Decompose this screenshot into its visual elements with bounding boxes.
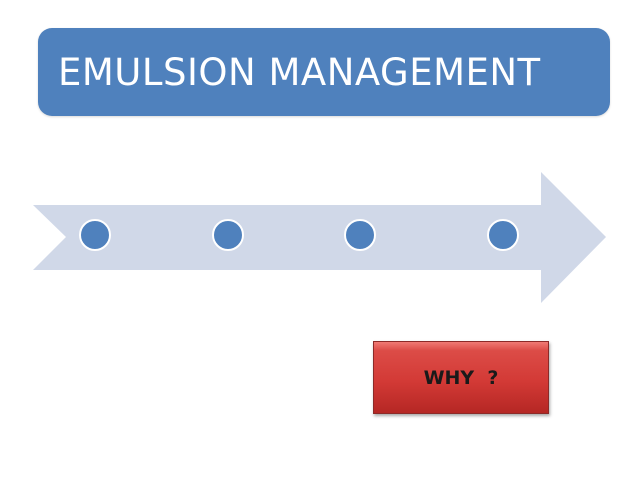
timeline-marker [79,219,111,251]
timeline-marker [487,219,519,251]
timeline-arrow [33,172,606,303]
timeline-marker [344,219,376,251]
why-button-label: WHY ? [423,366,499,389]
timeline-marker [212,219,244,251]
why-button[interactable]: WHY ? [373,341,549,414]
slide-title: EMULSION MANAGEMENT [58,50,541,94]
title-banner: EMULSION MANAGEMENT [38,28,610,116]
